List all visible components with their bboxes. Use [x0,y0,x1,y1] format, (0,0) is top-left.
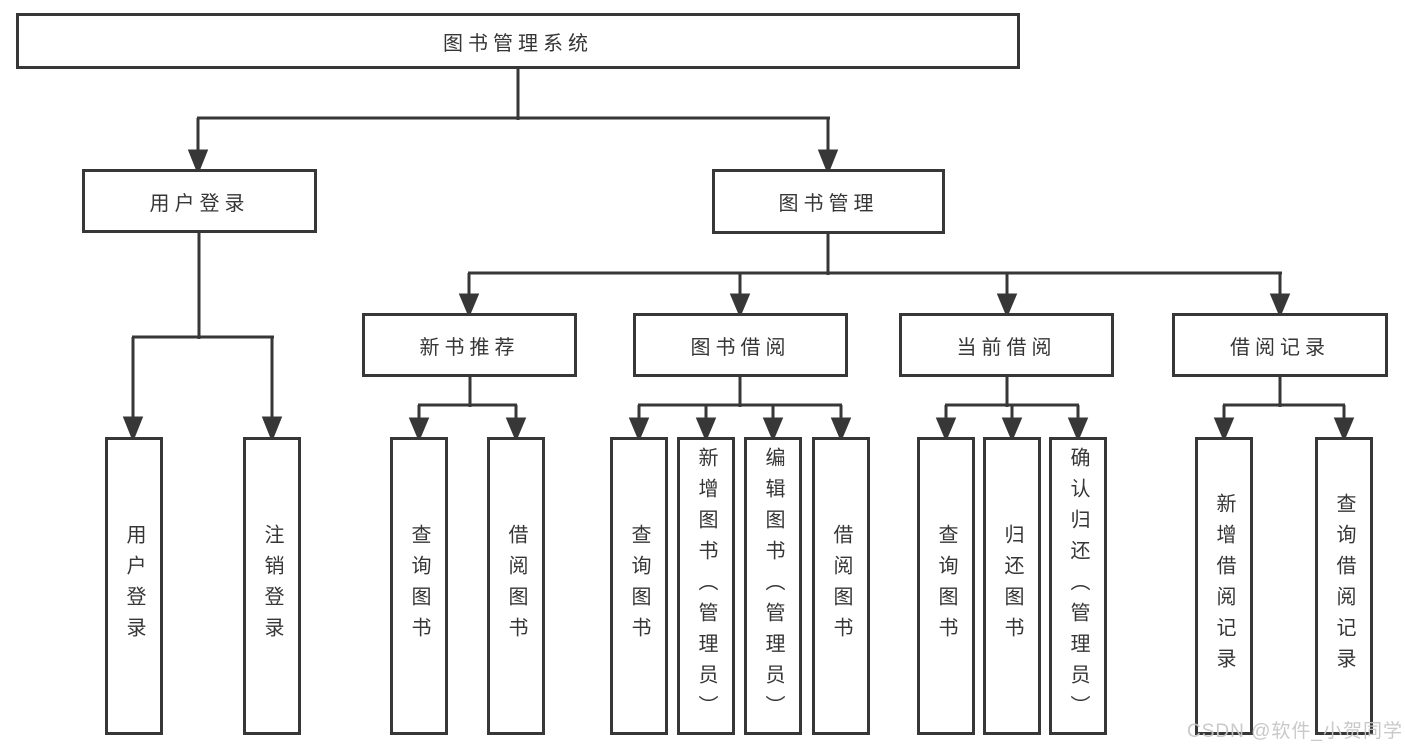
leaf-add-borrow-record-label: 新增借阅记录 [1213,493,1235,679]
arrow-down-icon [1001,417,1023,442]
arrow-down-icon [830,417,852,442]
arrow-down-icon [1067,417,1089,442]
arrow-down-icon [628,417,650,442]
leaf-add-book-admin: 新增图书（管理员） [677,437,735,735]
leaf-logout: 注销登录 [243,437,301,735]
arrow-down-icon [122,416,144,443]
node-new-book-recommendation-label: 新书推荐 [419,336,520,359]
leaf-return-books: 归还图书 [983,437,1041,735]
arrow-down-icon [187,149,209,176]
node-current-borrowing-label: 当前借阅 [956,336,1057,359]
leaf-query-books-current-label: 查询图书 [935,524,957,648]
node-new-book-recommendation: 新书推荐 [362,313,577,377]
leaf-query-borrow-record-label: 查询借阅记录 [1333,493,1355,679]
leaf-confirm-return-admin-label: 确认归还（管理员） [1067,446,1089,726]
leaf-query-books-current: 查询图书 [917,437,975,735]
node-user-login-label: 用户登录 [149,192,250,215]
node-borrowing-records: 借阅记录 [1172,313,1388,377]
arrow-down-icon [729,293,751,318]
leaf-query-books-recommend-label: 查询图书 [408,524,430,648]
arrow-down-icon [996,293,1018,318]
arrow-down-icon [1333,417,1355,442]
leaf-confirm-return-admin: 确认归还（管理员） [1049,437,1107,735]
arrow-down-icon [817,149,839,176]
node-current-borrowing: 当前借阅 [899,313,1114,377]
leaf-edit-book-admin-label: 编辑图书（管理员） [762,446,784,726]
leaf-return-books-label: 归还图书 [1001,524,1023,648]
arrow-down-icon [1213,417,1235,442]
leaf-query-books-borrow: 查询图书 [610,437,668,735]
leaf-query-borrow-record: 查询借阅记录 [1315,437,1373,735]
leaf-borrow-books-recommend-label: 借阅图书 [505,524,527,648]
leaf-logout-label: 注销登录 [261,524,283,648]
arrow-down-icon [935,417,957,442]
leaf-add-borrow-record: 新增借阅记录 [1195,437,1253,735]
node-book-borrowing-label: 图书借阅 [690,336,791,359]
leaf-borrow-books-label: 借阅图书 [830,524,852,648]
leaf-query-books-recommend: 查询图书 [390,437,448,735]
arrow-down-icon [695,417,717,442]
node-user-login: 用户登录 [82,169,317,233]
leaf-query-books-borrow-label: 查询图书 [628,524,650,648]
node-borrowing-records-label: 借阅记录 [1230,336,1330,359]
leaf-add-book-admin-label: 新增图书（管理员） [695,446,717,726]
leaf-borrow-books-recommend: 借阅图书 [487,437,545,735]
arrow-down-icon [458,293,480,318]
watermark: CSDN @软件_小贺同学 [1187,721,1403,742]
leaf-edit-book-admin: 编辑图书（管理员） [744,437,802,735]
arrow-down-icon [1269,293,1291,318]
node-book-borrowing: 图书借阅 [633,313,848,377]
arrow-down-icon [261,416,283,443]
node-root-label: 图书管理系统 [443,32,593,55]
leaf-user-login: 用户登录 [105,437,163,735]
node-root: 图书管理系统 [16,13,1020,69]
arrow-down-icon [408,417,430,442]
leaf-borrow-books: 借阅图书 [812,437,870,735]
node-book-management: 图书管理 [712,169,945,234]
node-book-management-label: 图书管理 [778,193,879,215]
arrow-down-icon [505,417,527,442]
leaf-user-login-label: 用户登录 [123,524,145,648]
arrow-down-icon [762,417,784,442]
